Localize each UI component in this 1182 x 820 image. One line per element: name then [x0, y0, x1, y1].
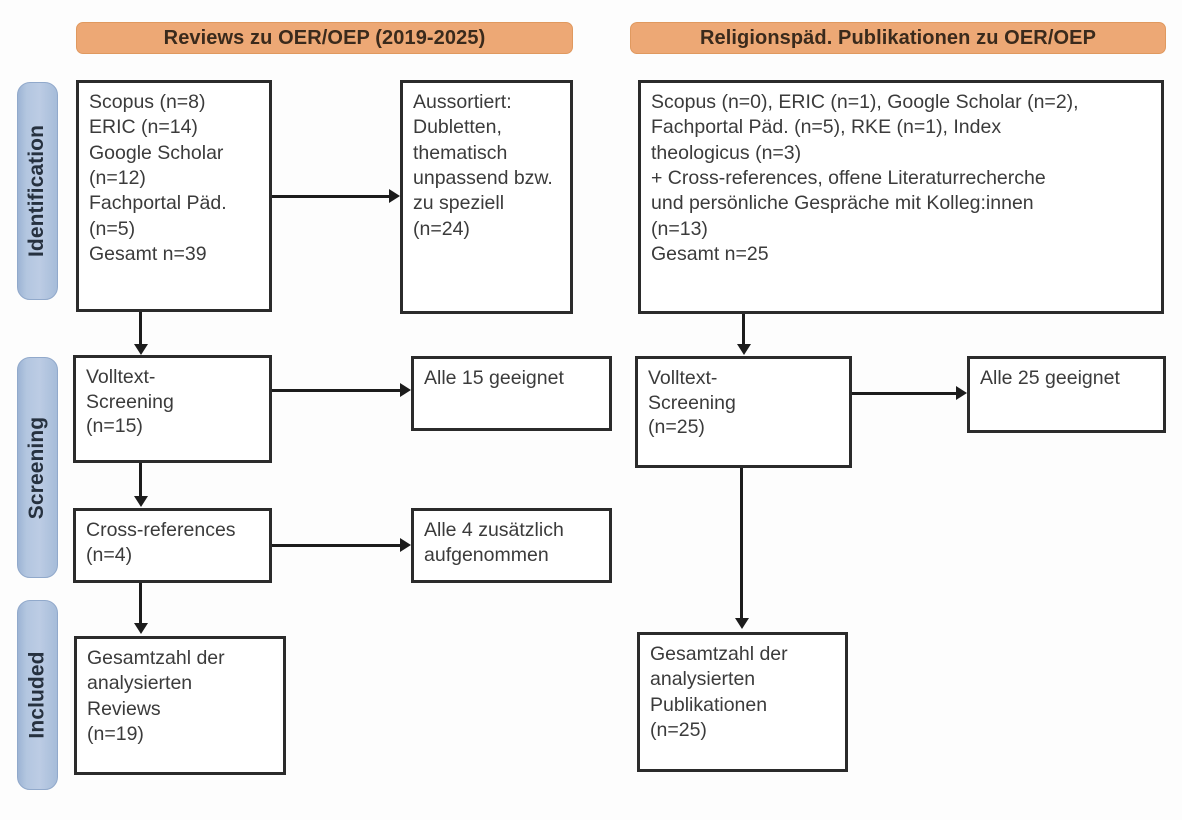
connector-left-fulltext-to-crossrefs — [139, 463, 142, 497]
arrowhead-right-sources-to-fulltext — [737, 344, 751, 355]
stage-label-included: Included — [25, 651, 49, 739]
arrowhead-left-fulltext-to-crossrefs — [134, 496, 148, 507]
connector-right-fulltext-to-included — [740, 468, 743, 619]
connector-left-crossrefs-to-included — [139, 583, 142, 624]
stage-pill-included: Included — [17, 600, 58, 790]
arrowhead-left-sources-to-fulltext — [134, 344, 148, 355]
connector-left-fulltext-to-result — [272, 389, 400, 392]
connector-left-crossrefs-to-result — [272, 544, 400, 547]
node-left-excluded: Aussortiert: Dubletten, thematisch unpas… — [400, 80, 573, 314]
node-right-fulltext-result: Alle 25 geeignet — [967, 356, 1166, 433]
node-right-sources: Scopus (n=0), ERIC (n=1), Google Scholar… — [638, 80, 1164, 314]
node-left-crossreferences: Cross-references (n=4) — [73, 508, 272, 583]
stage-pill-identification: Identification — [17, 82, 58, 300]
node-left-fulltext-screening: Volltext- Screening (n=15) — [73, 355, 272, 463]
arrowhead-left-fulltext-to-result — [400, 383, 411, 397]
column-header-religionspaed: Religionspäd. Publikationen zu OER/OEP — [630, 22, 1166, 54]
node-right-included-total: Gesamtzahl der analysierten Publikatione… — [637, 632, 848, 772]
column-header-reviews: Reviews zu OER/OEP (2019-2025) — [76, 22, 573, 54]
connector-left-sources-to-excluded — [272, 195, 389, 198]
node-left-sources: Scopus (n=8) ERIC (n=14) Google Scholar … — [76, 80, 272, 312]
stage-label-identification: Identification — [25, 124, 49, 258]
arrowhead-left-crossrefs-to-result — [400, 538, 411, 552]
node-left-crossreferences-result: Alle 4 zusätzlich aufgenommen — [411, 508, 612, 583]
arrowhead-right-fulltext-to-result — [956, 386, 967, 400]
connector-right-sources-to-fulltext — [742, 314, 745, 345]
node-right-fulltext-screening: Volltext- Screening (n=25) — [635, 356, 852, 468]
connector-left-sources-to-fulltext — [139, 312, 142, 345]
node-left-included-total: Gesamtzahl der analysierten Reviews (n=1… — [74, 636, 286, 775]
arrowhead-left-crossrefs-to-included — [134, 623, 148, 634]
connector-right-fulltext-to-result — [852, 392, 956, 395]
stage-label-screening: Screening — [25, 416, 49, 519]
node-left-fulltext-result: Alle 15 geeignet — [411, 356, 612, 431]
arrowhead-left-sources-to-excluded — [389, 189, 400, 203]
stage-pill-screening: Screening — [17, 357, 58, 578]
arrowhead-right-fulltext-to-included — [735, 618, 749, 629]
